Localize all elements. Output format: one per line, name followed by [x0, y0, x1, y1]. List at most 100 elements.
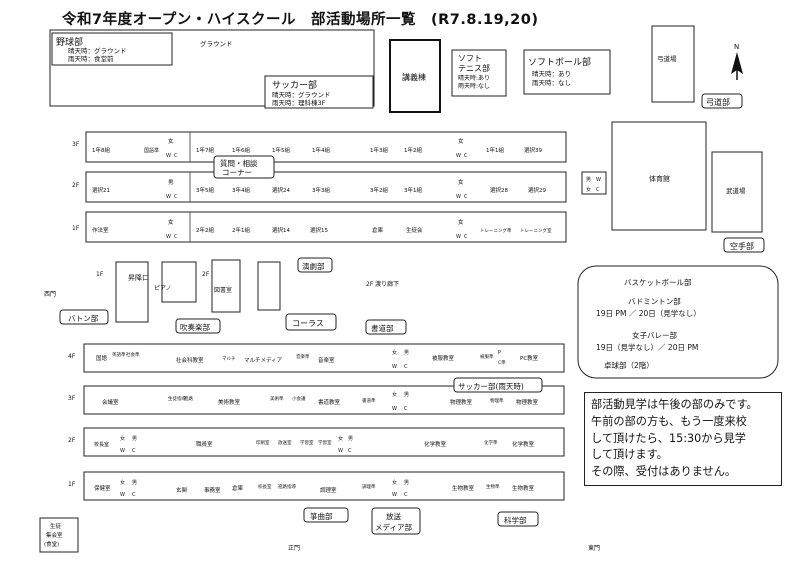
- room-label: W: [338, 448, 343, 454]
- room-label: 選択28: [490, 186, 508, 194]
- room-label: 音楽準: [296, 353, 310, 360]
- room-label: C: [132, 492, 136, 498]
- room-label: C: [464, 153, 468, 159]
- room-label: W: [392, 406, 397, 412]
- room-label: 1年5組: [272, 146, 290, 154]
- engeki-label: 演劇部: [302, 261, 325, 271]
- question-label: 質問・相談: [220, 158, 258, 168]
- room-label: C: [174, 194, 178, 200]
- room-label: 生徒指導: [168, 395, 186, 402]
- seito-label2: 集会室: [46, 531, 63, 539]
- room-label: 学習室: [318, 439, 332, 446]
- basket-label: バスケットボール部: [624, 277, 692, 287]
- takkyu-label: 卓球部（2階）: [604, 360, 654, 370]
- chorus-label: コーラス: [292, 319, 324, 328]
- room-label: 倉庫: [232, 484, 244, 492]
- room-label: C: [404, 406, 408, 412]
- soccer-rain-callout: [453, 377, 543, 393]
- room-label: 選択29: [528, 186, 546, 194]
- gym-wc-label: W: [596, 177, 601, 183]
- soukyoku-label: 箏曲部: [310, 511, 333, 521]
- room-label: C: [348, 448, 352, 454]
- kyudo-club-label: 弓道部: [706, 97, 730, 107]
- soft-tennis-rain: 雨天時:なし: [458, 82, 490, 90]
- gym-clubs-callout: [577, 265, 779, 379]
- stairs-area: [161, 261, 197, 303]
- room-label: 作法室: [92, 226, 109, 234]
- kyudojo-label: 弓道場: [657, 54, 677, 63]
- room-label: 化学教室: [512, 440, 535, 448]
- suisou-callout: [175, 318, 221, 334]
- room-label: トレーニング室: [520, 227, 552, 234]
- room-label: 1年3組: [370, 146, 388, 154]
- question-corner-callout: [213, 155, 275, 179]
- floor-label: 1F: [96, 271, 104, 278]
- soccer-name: サッカー部: [272, 79, 317, 91]
- library-label: 図書室: [214, 286, 232, 294]
- room-label: 被服教室: [432, 354, 455, 362]
- badminton-time: 19日 PM ／ 20日（見学なし）: [596, 308, 701, 318]
- room-label: 女: [392, 479, 397, 486]
- soft-tennis-sunny: 晴天時:あり: [458, 74, 490, 82]
- notice-line: その際、受付はありません。: [591, 465, 737, 479]
- room-label: 選択39: [524, 146, 542, 154]
- baton-label: バトン部: [68, 313, 99, 323]
- karate-label: 空手部: [730, 241, 754, 251]
- gym-wc-label: C: [596, 187, 600, 193]
- seito-building: [39, 517, 79, 553]
- room-label: 女: [120, 479, 125, 486]
- room-label: 会議室: [102, 398, 119, 406]
- room-label: W: [456, 234, 461, 240]
- room-label: 印刷室: [256, 439, 270, 446]
- suisou-label: 吹奏楽部: [180, 322, 210, 332]
- room-label: 2年1組: [232, 226, 250, 234]
- floor-label: 3F: [68, 395, 76, 402]
- room-label: 物理教室: [450, 398, 473, 406]
- room-label: 男: [348, 436, 353, 442]
- room-label: 美術準: [270, 395, 284, 402]
- room-label: 女: [458, 137, 464, 145]
- corner-label: コーナー: [222, 168, 252, 177]
- room-label: 化学準: [484, 439, 498, 446]
- room-label: 選択15: [310, 226, 328, 234]
- room-label: 玄関: [176, 486, 188, 494]
- room-label: 生物教室: [512, 484, 535, 492]
- room-label: 女: [168, 137, 174, 145]
- room-label: PC教室: [520, 354, 539, 362]
- floor-label: 2F: [72, 182, 80, 189]
- yakyu-rain: 雨天時：食堂前: [68, 54, 114, 63]
- housou-callout: [371, 507, 421, 535]
- room-label: C: [404, 492, 408, 498]
- room-label: 生物教室: [452, 484, 475, 492]
- floor-label: 4F: [68, 353, 76, 360]
- yakyu-sunny: 晴天時：グラウンド: [68, 46, 127, 55]
- room-label: 1年1組: [486, 146, 504, 154]
- stairs-area: [257, 261, 281, 311]
- notice-line: 午前の部の方も、もう一度来校: [591, 414, 747, 428]
- room-label: W: [166, 234, 171, 240]
- room-label: W: [120, 448, 125, 454]
- piano-label: ピアノ: [154, 285, 171, 292]
- soukyoku-callout: [303, 507, 349, 523]
- room-label: W: [166, 153, 171, 159]
- kyudojo-building: [651, 25, 695, 103]
- floor-label: 3F: [72, 141, 80, 148]
- floor-label: 2F: [68, 437, 76, 444]
- room-label: 1年8組: [92, 146, 110, 154]
- room-label: 男: [404, 480, 409, 486]
- room-label: C: [404, 364, 408, 370]
- yakyu-box: [51, 32, 173, 66]
- room-label: マルチメディア: [244, 356, 283, 364]
- room-label: 学習室: [300, 439, 314, 446]
- room-label: 男: [132, 480, 137, 486]
- room-label: W: [456, 153, 461, 159]
- kyudo-club-callout: [701, 93, 743, 109]
- room-label: C: [174, 153, 178, 159]
- room-label: 進路: [184, 395, 193, 402]
- room-label: 男: [168, 179, 174, 186]
- gym-wc-label: 女: [586, 186, 591, 193]
- room-label: W: [456, 194, 461, 200]
- room-label: 書道準: [362, 397, 376, 404]
- soft-tennis-name1: ソフト: [458, 54, 482, 63]
- room-label: 女: [392, 391, 397, 398]
